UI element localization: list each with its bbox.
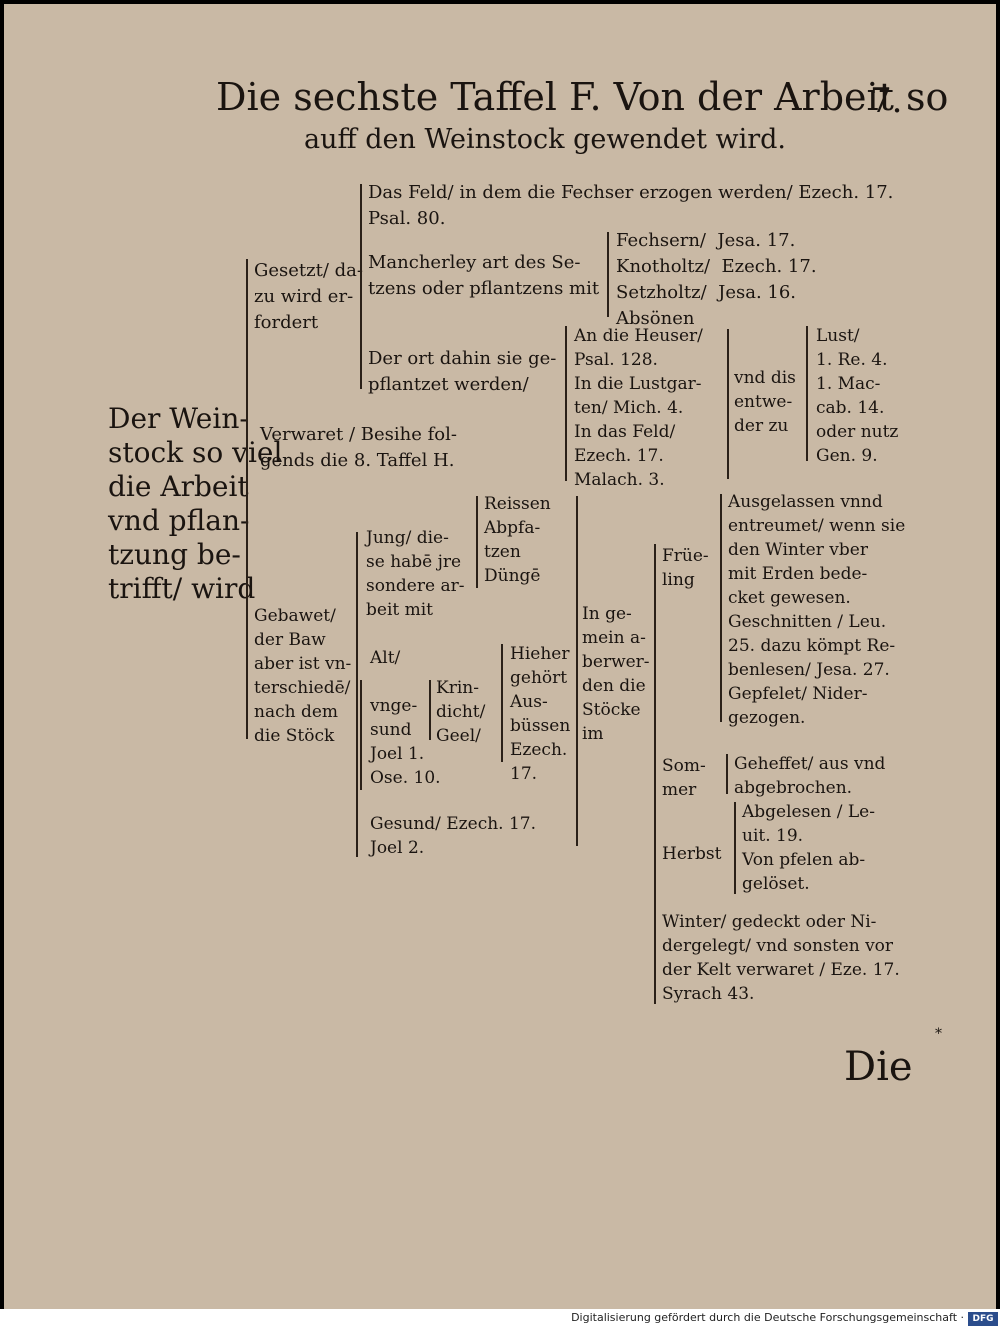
lust-brace	[806, 326, 808, 461]
page-title-line2: auff den Weinstock gewendet wird.	[304, 124, 787, 155]
heuser-brace	[565, 326, 567, 481]
alt-entry: Alt/	[370, 648, 401, 668]
ort-entry: Der ort dahin sie ge- pflantzet werden/	[368, 348, 557, 395]
ornament-mark: *	[935, 1026, 942, 1042]
fechser-list: Fechsern/ Jesa. 17. Knotholtz/ Ezech. 17…	[616, 230, 817, 329]
heuser-list: An die Heuser/ Psal. 128. In die Lustgar…	[574, 326, 703, 490]
hieher-entry: Hieher gehört Aus- büssen Ezech. 17.	[510, 644, 571, 784]
fruehling-entries: Ausgelassen vnnd entreumet/ wenn sie den…	[728, 492, 906, 728]
sommer-entry: Geheffet/ aus vnd abgebrochen.	[734, 754, 886, 798]
gesetzt-label: Gesetzt/ da- zu wird er- fordert	[254, 260, 363, 333]
gebawet-brace	[356, 532, 358, 857]
catchword: Die	[844, 1044, 913, 1090]
gesetzt-brace	[360, 184, 362, 389]
hieher-brace	[501, 644, 503, 762]
root-heading: Der Wein- stock so viel die Arbeit vnd p…	[108, 402, 283, 605]
gebawet-label: Gebawet/ der Baw aber ist vn- terschiedē…	[254, 606, 352, 746]
reissen-list: Reissen Abpfa- tzen Düngē	[484, 494, 551, 586]
fechser-brace	[607, 232, 609, 317]
feld-entry: Das Feld/ in dem die Fechser erzogen wer…	[368, 182, 894, 229]
fruehling-label: Früe- ling	[662, 546, 709, 590]
herbst-entry: Abgelesen / Le- uit. 19. Von pfelen ab- …	[742, 802, 875, 894]
gesund-entry: Gesund/ Ezech. 17. Joel 2.	[370, 814, 537, 858]
mancherley-entry: Mancherley art des Se- tzens oder pflant…	[368, 252, 600, 299]
vngesund-entry: vnge- sund Joel 1. Ose. 10.	[370, 696, 441, 788]
vngesund-brace	[360, 680, 362, 790]
page-number: 7.	[870, 81, 903, 121]
entweder-brace	[727, 329, 729, 479]
main-brace	[246, 259, 248, 739]
winter-entry: Winter/ gedeckt oder Ni- dergelegt/ vnd …	[662, 912, 900, 1004]
lust-list: Lust/ 1. Re. 4. 1. Mac- cab. 14. oder nu…	[816, 326, 899, 466]
jung-entry: Jung/ die- se habē jre sondere ar- beit …	[366, 528, 465, 620]
entweder-label: vnd dis entwe- der zu	[734, 368, 796, 436]
fruehling-brace	[720, 494, 722, 722]
krin-list: Krin- dicht/ Geel/	[436, 678, 486, 746]
dfg-logo: DFG	[968, 1312, 998, 1326]
sommer-brace	[726, 754, 728, 794]
reissen-brace	[476, 496, 478, 588]
gemein-brace	[576, 496, 578, 846]
page-title-line1: Die sechste Taffel F. Von der Arbeit so	[216, 75, 949, 119]
gemein-entry: In ge- mein a- berwer- den die Stöcke im	[582, 604, 650, 744]
footer-credit: Digitalisierung gefördert durch die Deut…	[571, 1311, 964, 1324]
sommer-label: Som- mer	[662, 756, 706, 800]
herbst-label: Herbst	[662, 844, 722, 864]
krin-brace	[429, 680, 431, 740]
season-brace	[654, 544, 656, 1004]
footer-bar: Digitalisierung gefördert durch die Deut…	[0, 1309, 1000, 1329]
herbst-brace	[734, 802, 736, 894]
book-page: Die sechste Taffel F. Von der Arbeit so …	[4, 4, 996, 1309]
verwaret-entry: Verwaret / Besihe fol- gends die 8. Taff…	[260, 424, 457, 471]
